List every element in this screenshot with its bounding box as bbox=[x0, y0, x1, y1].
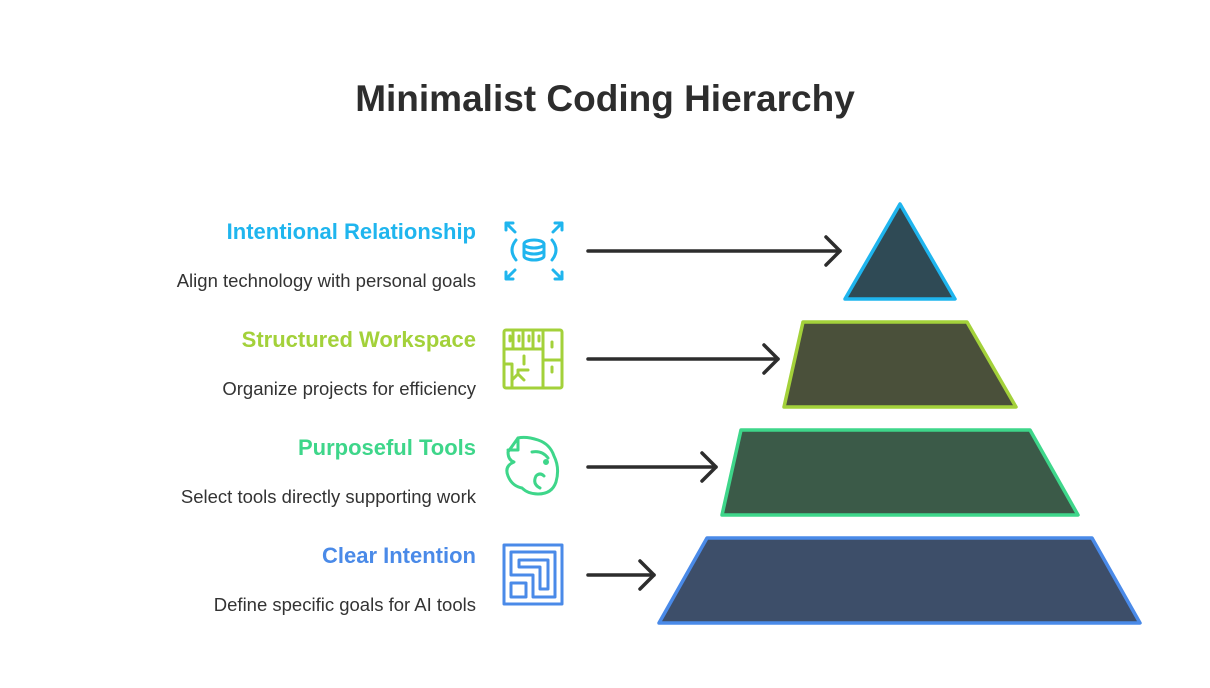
level-description-purposeful-tools: Select tools directly supporting work bbox=[180, 486, 476, 507]
workspace-layout-icon bbox=[502, 328, 564, 390]
level-title-purposeful-tools: Purposeful Tools bbox=[297, 435, 476, 460]
arrow-to-level-3 bbox=[586, 451, 718, 483]
pyramid-level-intentional-relationship bbox=[843, 202, 957, 301]
level-title-clear-intention: Clear Intention bbox=[321, 543, 476, 568]
pyramid-level-clear-intention bbox=[657, 536, 1142, 625]
level-title-structured-workspace: Structured Workspace bbox=[241, 327, 476, 352]
level-description-intentional-relationship: Align technology with personal goals bbox=[176, 270, 476, 291]
elephant-icon bbox=[505, 435, 560, 496]
level-description-structured-workspace: Organize projects for efficiency bbox=[222, 378, 476, 399]
level-title-intentional-relationship: Intentional Relationship bbox=[226, 219, 476, 244]
pyramid-level-purposeful-tools bbox=[720, 428, 1080, 517]
level-description-clear-intention: Define specific goals for AI tools bbox=[213, 594, 476, 615]
page-title: Minimalist Coding Hierarchy bbox=[355, 78, 855, 119]
pyramid-level-structured-workspace bbox=[782, 320, 1018, 409]
frame-icon bbox=[502, 543, 564, 606]
arrow-to-level-4 bbox=[586, 559, 656, 591]
database-expand-icon bbox=[504, 221, 564, 281]
arrow-to-level-2 bbox=[586, 343, 780, 375]
arrow-to-level-1 bbox=[586, 235, 842, 267]
